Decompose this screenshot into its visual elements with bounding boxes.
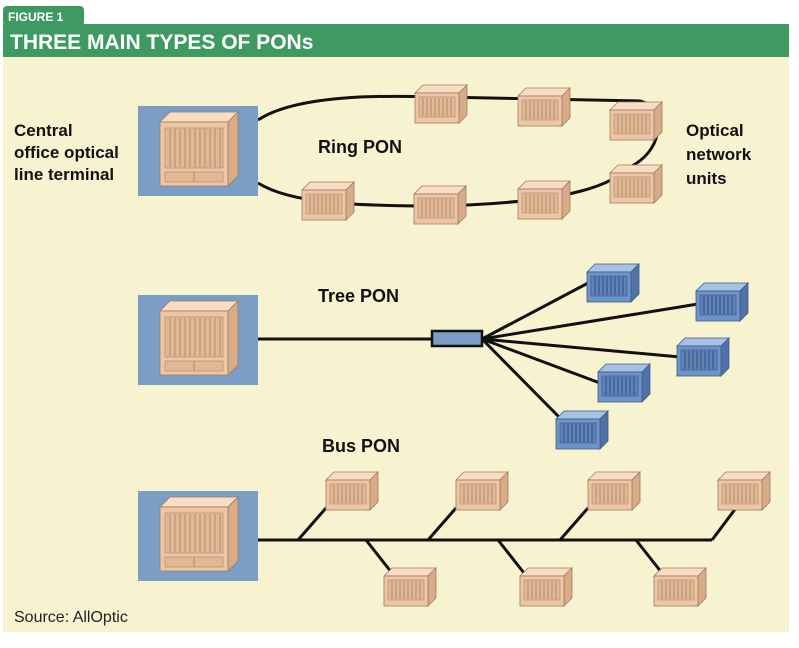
tree-onu — [695, 282, 749, 322]
bus-olt — [137, 490, 259, 582]
olt-label-line: office optical — [14, 143, 119, 162]
bus-pon-label: Bus PON — [322, 436, 400, 456]
tree-pon: Tree PON — [137, 263, 749, 450]
ring-onu — [414, 84, 468, 124]
bus-onu — [455, 471, 509, 511]
onu-label-line: units — [686, 169, 727, 188]
ring-pon: Ring PON — [137, 84, 663, 225]
olt-label: Central office optical line terminal — [14, 121, 119, 184]
tree-onu — [597, 363, 651, 403]
bus-onu — [587, 471, 641, 511]
tree-onu — [586, 263, 640, 303]
bus-onu — [653, 567, 707, 607]
ring-onu — [609, 164, 663, 204]
onu-label-line: Optical — [686, 121, 744, 140]
onu-label: Optical network units — [686, 121, 752, 188]
bus-onu — [383, 567, 437, 607]
tree-onu — [676, 337, 730, 377]
onu-label-line: network — [686, 145, 752, 164]
figure-header: FIGURE 1 THREE MAIN TYPES OF PONs — [3, 6, 789, 57]
bus-onu — [519, 567, 573, 607]
tree-pon-label: Tree PON — [318, 286, 399, 306]
optical-splitter — [430, 329, 484, 348]
ring-onu — [517, 87, 571, 127]
tree-olt — [137, 294, 259, 386]
ring-pon-label: Ring PON — [318, 137, 402, 157]
ring-onu — [609, 101, 663, 141]
tree-onu — [555, 410, 609, 450]
olt-label-line: line terminal — [14, 165, 114, 184]
bus-pon: Bus PON — [137, 436, 771, 607]
figure-tag: FIGURE 1 — [8, 10, 64, 24]
source-credit: Source: AllOptic — [14, 609, 128, 626]
ring-onu — [413, 185, 467, 225]
ring-olt — [137, 105, 259, 197]
ring-onu — [517, 180, 571, 220]
figure-panel — [3, 57, 789, 632]
figure-title: THREE MAIN TYPES OF PONs — [10, 31, 313, 54]
tree-branch-fibers — [480, 280, 699, 420]
bus-onu — [717, 471, 771, 511]
bus-onu — [325, 471, 379, 511]
bus-fibers — [258, 507, 738, 574]
ring-onu — [301, 181, 355, 221]
olt-label-line: Central — [14, 121, 73, 140]
